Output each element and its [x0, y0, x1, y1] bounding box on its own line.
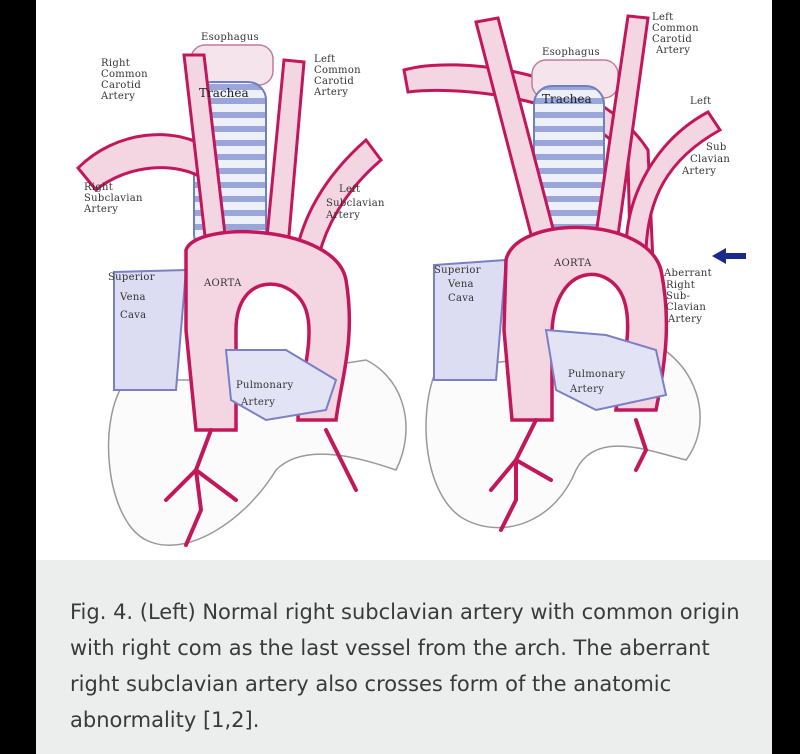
right-superior-vena-cava-label: Superior Vena Cava — [434, 265, 484, 304]
left-right-common-carotid-label: Right Common Carotid Artery — [100, 58, 151, 102]
right-aorta-label: AORTA — [553, 258, 592, 269]
left-left-common-carotid-label: Left Common Carotid Artery — [313, 54, 364, 98]
left-superior-vena-cava — [113, 268, 188, 391]
figure-caption: Fig. 4. (Left) Normal right subclavian a… — [70, 600, 740, 732]
right-artery-branches — [489, 418, 649, 532]
left-pulmonary-artery — [224, 349, 338, 422]
left-aorta-label: AORTA — [203, 278, 242, 289]
left-left-subclavian-label: Left Subclavian Artery — [325, 184, 388, 221]
left-esophagus-label: Esophagus — [201, 32, 259, 43]
right-esophagus-label: Esophagus — [542, 47, 600, 58]
left-right-subclavian-label: Right Subclavian Artery — [83, 182, 146, 215]
right-aberrant-arrow-icon — [712, 248, 746, 264]
right-trachea-label: Trachea — [542, 92, 592, 106]
right-left-subclavian-label: Left Sub Clavian Artery — [681, 96, 734, 177]
right-pulmonary-artery — [544, 328, 668, 412]
left-trachea-label: Trachea — [199, 86, 249, 100]
left-artery-branches — [164, 428, 358, 547]
left-diagram: Esophagus Trachea Right Common Carotid A… — [75, 32, 407, 547]
aortic-arch-drawing: Esophagus Trachea Right Common Carotid A… — [75, 12, 746, 547]
right-left-common-carotid-label: Left Common Carotid Artery — [652, 12, 702, 56]
right-diagram: Esophagus Trachea Left Common Carotid Ar… — [402, 12, 746, 532]
left-superior-vena-cava-label: Superior Vena Cava — [108, 272, 158, 321]
right-aberrant-label: Aberrant Right Sub- Clavian Artery — [663, 268, 715, 325]
figure-card: Esophagus Trachea Right Common Carotid A… — [36, 0, 772, 754]
right-pulmonary-artery-label: Pulmonary Artery — [568, 369, 629, 395]
right-superior-vena-cava — [433, 258, 508, 381]
caption-panel: Fig. 4. (Left) Normal right subclavian a… — [36, 560, 772, 754]
anatomy-illustration: Esophagus Trachea Right Common Carotid A… — [36, 0, 772, 560]
left-pulmonary-artery-label: Pulmonary Artery — [236, 380, 297, 408]
